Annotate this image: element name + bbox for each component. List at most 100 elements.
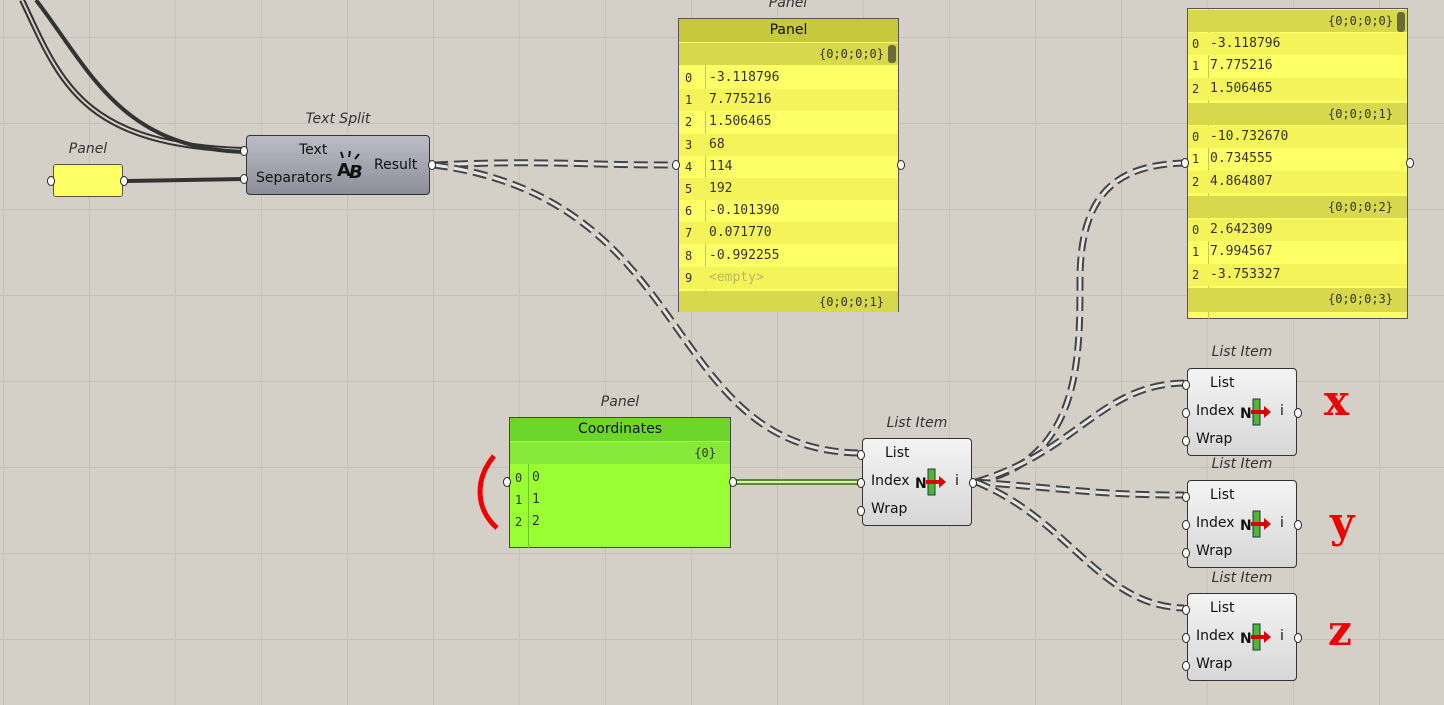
- list-item-x-input-wrap: Wrap: [1196, 431, 1233, 447]
- right-panel-row: 1 7.994567: [1188, 241, 1407, 263]
- coordinates-panel-row-value: 1: [532, 492, 540, 507]
- main-panel-row: 9<empty>: [679, 266, 898, 289]
- list-item-x-input-index: Index: [1196, 403, 1235, 419]
- text-split-result-port[interactable]: [428, 160, 436, 170]
- annotation-y: y: [1330, 498, 1355, 547]
- main-panel-output-port[interactable]: [897, 160, 905, 170]
- small-panel[interactable]: [53, 164, 123, 197]
- coordinates-panel-path: {0}: [510, 442, 730, 464]
- list-item-y-list-port[interactable]: [1182, 492, 1190, 502]
- right-panel-row-value: 7.775216: [1210, 58, 1273, 74]
- list-item-y-output-i: i: [1280, 515, 1284, 531]
- right-panel-scrollbar[interactable]: [1397, 12, 1405, 32]
- main-panel-row-index: 1: [685, 93, 693, 108]
- list-item-y-input-wrap: Wrap: [1196, 543, 1233, 559]
- right-panel-row-value: 4.864807: [1210, 173, 1273, 189]
- small-panel-output-port[interactable]: [120, 176, 128, 186]
- text-split-text-port[interactable]: [240, 146, 248, 156]
- list-item-y-caption: List Item: [1211, 456, 1273, 472]
- list-item-y-wrap-port[interactable]: [1182, 548, 1190, 558]
- coordinates-panel-row-index: 0: [515, 471, 523, 485]
- main-panel-row-index: 3: [685, 137, 693, 152]
- list-item-icon: N: [915, 468, 946, 496]
- list-item-main-output-i: i: [955, 473, 959, 489]
- list-item-x-output-i: i: [1280, 403, 1284, 419]
- list-item-z-list-port[interactable]: [1182, 605, 1190, 615]
- main-panel-row-index: 6: [685, 204, 693, 219]
- list-item-x-wrap-port[interactable]: [1182, 436, 1190, 446]
- list-item-icon: N: [1240, 623, 1271, 651]
- list-item-main-wrap-port[interactable]: [857, 506, 865, 516]
- list-item-main-input-wrap: Wrap: [871, 501, 908, 517]
- list-item-main-list-port[interactable]: [857, 450, 865, 460]
- coordinates-panel-divider: [528, 464, 529, 548]
- main-panel-row-index: 5: [685, 182, 693, 196]
- list-item-y-output-port[interactable]: [1294, 520, 1302, 530]
- text-split-component[interactable]: Text Separators Result A B: [246, 135, 430, 195]
- list-item-x-output-port[interactable]: [1294, 408, 1302, 418]
- list-item-z-wrap-port[interactable]: [1182, 661, 1190, 671]
- main-panel-row-value: 7.775216: [709, 92, 772, 108]
- right-panel-row: 0-10.732670: [1188, 126, 1407, 148]
- coordinates-panel-input-port[interactable]: [503, 477, 511, 487]
- main-panel-title: Panel: [679, 19, 898, 42]
- right-panel-row-index: 1: [1192, 245, 1200, 260]
- list-item-y-input-index: Index: [1196, 515, 1235, 531]
- right-panel-row: 1 0.734555: [1188, 148, 1407, 170]
- coord-panel-caption: Panel: [600, 394, 640, 410]
- list-item-x-list-port[interactable]: [1182, 380, 1190, 390]
- main-panel-row-value: -3.118796: [709, 70, 780, 85]
- small-panel-input-port[interactable]: [47, 176, 55, 186]
- list-item-z-index-port[interactable]: [1182, 633, 1190, 643]
- annotation-z: z: [1328, 606, 1352, 655]
- main-panel-path-bottom: {0;0;0;1}: [679, 291, 898, 312]
- right-panel-row-index: 0: [1192, 223, 1200, 237]
- list-item-z-caption: List Item: [1211, 570, 1273, 586]
- right-panel-input-port[interactable]: [1181, 158, 1189, 168]
- list-item-y-index-port[interactable]: [1182, 520, 1190, 530]
- list-item-z-output-port[interactable]: [1294, 633, 1302, 643]
- main-panel-row-value: -0.101390: [709, 203, 780, 219]
- right-panel-output-port[interactable]: [1406, 158, 1414, 168]
- right-panel-row-value: 7.994567: [1210, 244, 1273, 260]
- list-item-z-output-i: i: [1280, 628, 1284, 644]
- main-panel-row-value: 192: [709, 181, 733, 196]
- coordinates-panel-title: Coordinates: [510, 418, 730, 441]
- coordinates-panel-output-port[interactable]: [729, 477, 737, 487]
- main-panel-scrollbar[interactable]: [888, 45, 896, 63]
- right-panel-row-value: 1.506465: [1210, 80, 1273, 96]
- list-item-z-input-list: List: [1210, 600, 1235, 616]
- svg-text:A: A: [337, 160, 351, 181]
- right-panel-row-index: 1: [1192, 152, 1200, 167]
- main-panel-row: 8-0.992255: [679, 245, 898, 267]
- main-panel-row-index: 7: [685, 226, 693, 241]
- list-item-main-output-port[interactable]: [969, 478, 977, 488]
- svg-text:B: B: [349, 162, 363, 182]
- list-item-main-input-index: Index: [871, 473, 910, 489]
- text-split-separators-port[interactable]: [240, 174, 248, 184]
- main-panel-row: 5 192: [679, 178, 898, 200]
- main-panel-input-port[interactable]: [672, 160, 680, 170]
- right-panel-branch-path: {0;0;0;2}: [1188, 196, 1407, 218]
- list-item-x-index-port[interactable]: [1182, 408, 1190, 418]
- svg-text:N: N: [1240, 518, 1252, 534]
- right-panel-row-index: 0: [1192, 130, 1200, 144]
- right-panel-branch-path: {0;0;0;1}: [1188, 103, 1407, 125]
- list-item-main-index-port[interactable]: [857, 478, 865, 488]
- right-panel-row-value: 0.734555: [1210, 151, 1273, 167]
